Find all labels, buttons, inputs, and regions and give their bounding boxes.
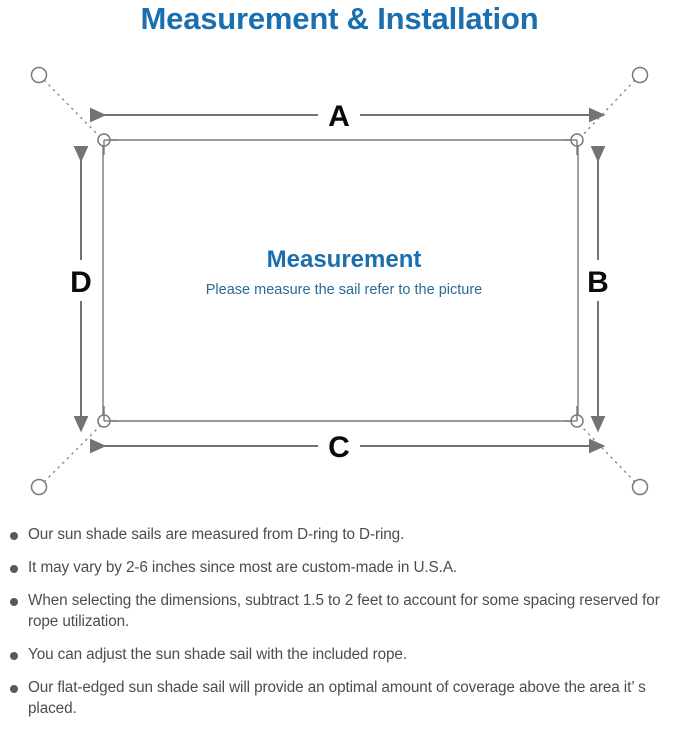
bullet-icon <box>10 685 18 693</box>
rope-line-bottom-right <box>579 424 636 483</box>
note-text: Our sun shade sails are measured from D-… <box>28 526 405 543</box>
notes-list: Our sun shade sails are measured from D-… <box>0 524 679 731</box>
dimension-label-d: D <box>70 266 92 299</box>
anchor-rings <box>30 66 649 496</box>
anchor-ring-bottom-right <box>631 478 649 496</box>
sail-measurement-diagram: A C D B Measurement Please measure the s… <box>30 66 649 496</box>
list-item: It may vary by 2-6 inches since most are… <box>0 557 679 578</box>
list-item: You can adjust the sun shade sail with t… <box>0 644 679 665</box>
anchor-ring-top-left <box>30 66 48 84</box>
rope-line-top-right <box>579 79 636 139</box>
bullet-icon <box>10 532 18 540</box>
diagram-center-title: Measurement <box>267 246 422 273</box>
dimension-label-a: A <box>328 100 350 133</box>
note-text: When selecting the dimensions, subtract … <box>28 592 660 630</box>
rope-line-bottom-left <box>43 424 102 483</box>
note-text: You can adjust the sun shade sail with t… <box>28 646 407 663</box>
rope-lines <box>43 79 636 483</box>
bullet-icon <box>10 565 18 573</box>
rope-line-top-left <box>43 79 102 139</box>
anchor-ring-bottom-left <box>30 478 48 496</box>
anchor-ring-top-right <box>631 66 649 84</box>
diagram-center-subtitle: Please measure the sail refer to the pic… <box>206 282 482 298</box>
dimension-label-c: C <box>328 431 350 464</box>
bullet-icon <box>10 598 18 606</box>
note-text: It may vary by 2-6 inches since most are… <box>28 559 458 576</box>
d-ring-flat-edges <box>103 139 578 422</box>
list-item: Our flat-edged sun shade sail will provi… <box>0 677 679 719</box>
list-item: When selecting the dimensions, subtract … <box>0 590 679 632</box>
bullet-icon <box>10 652 18 660</box>
sail-body-outline <box>102 139 579 422</box>
page-title: Measurement & Installation <box>140 1 539 36</box>
list-item: Our sun shade sails are measured from D-… <box>0 524 679 545</box>
dimension-label-b: B <box>587 266 609 299</box>
note-text: Our flat-edged sun shade sail will provi… <box>28 679 646 717</box>
